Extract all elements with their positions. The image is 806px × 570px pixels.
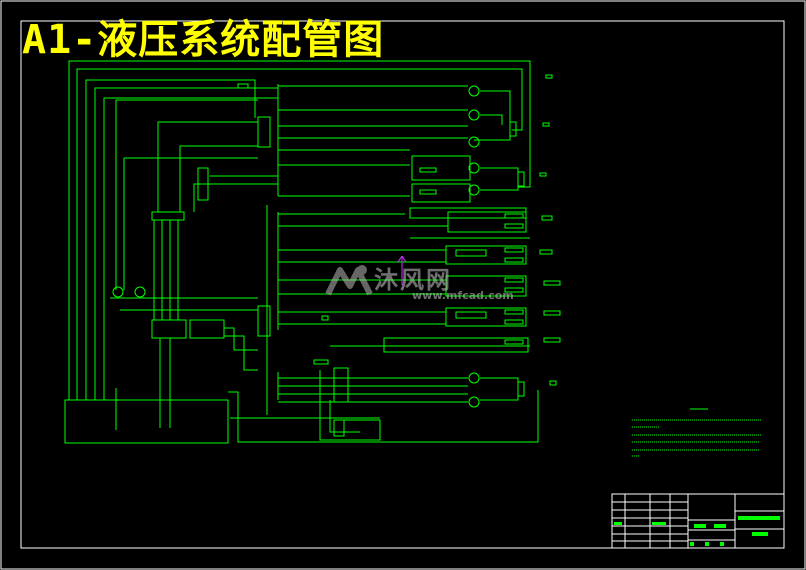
- watermark-name: 沐风网: [374, 266, 452, 294]
- watermark: 沐风网 www.mfcad.com: [322, 262, 514, 306]
- pipe-network: [64, 60, 561, 444]
- title-block: [611, 493, 785, 549]
- watermark-logo-icon: [325, 265, 373, 296]
- drawing-title: A1-液压系统配管图: [22, 17, 385, 63]
- ucs-marker: [397, 255, 407, 285]
- watermark-url: www.mfcad.com: [412, 289, 514, 302]
- technical-notes: [632, 408, 762, 457]
- inner-frame: [20, 20, 785, 549]
- title-block-fills: [614, 516, 780, 546]
